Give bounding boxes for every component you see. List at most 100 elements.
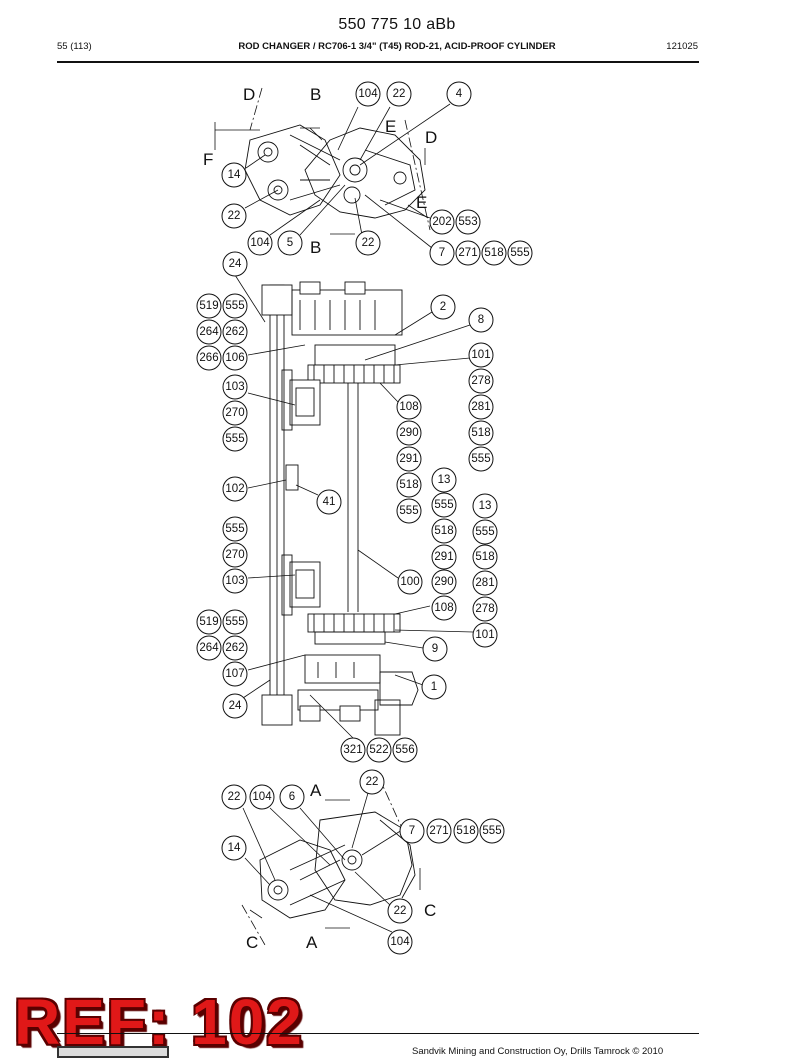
svg-text:518: 518 bbox=[456, 825, 475, 837]
svg-text:103: 103 bbox=[225, 381, 244, 393]
svg-text:555: 555 bbox=[482, 825, 501, 837]
callout: 13 bbox=[431, 467, 457, 493]
callout: 555 bbox=[479, 818, 505, 844]
callout: 101 bbox=[468, 342, 494, 368]
callout: 108 bbox=[396, 394, 422, 420]
callout: 22 bbox=[386, 81, 412, 107]
section-label: D bbox=[243, 85, 255, 104]
section-label: C bbox=[424, 901, 436, 920]
svg-text:9: 9 bbox=[432, 643, 438, 655]
callout: 291 bbox=[396, 446, 422, 472]
callout: 14 bbox=[221, 162, 247, 188]
footer-copyright: Sandvik Mining and Construction Oy, Dril… bbox=[412, 1046, 664, 1057]
svg-text:278: 278 bbox=[475, 603, 494, 615]
svg-text:519: 519 bbox=[199, 300, 218, 312]
svg-text:518: 518 bbox=[484, 247, 503, 259]
svg-text:104: 104 bbox=[390, 936, 410, 948]
callout: 262 bbox=[222, 319, 248, 345]
callout: 1 bbox=[421, 674, 447, 700]
callout: 270 bbox=[222, 400, 248, 426]
callout: 518 bbox=[453, 818, 479, 844]
section-label: A bbox=[306, 933, 318, 952]
svg-text:291: 291 bbox=[399, 453, 418, 465]
svg-text:264: 264 bbox=[199, 642, 219, 654]
callout: 278 bbox=[472, 596, 498, 622]
callout: 6 bbox=[279, 784, 305, 810]
svg-text:291: 291 bbox=[434, 551, 453, 563]
svg-text:104: 104 bbox=[252, 791, 272, 803]
callout: 271 bbox=[455, 240, 481, 266]
svg-text:41: 41 bbox=[323, 496, 336, 508]
callout: 522 bbox=[366, 737, 392, 763]
svg-text:202: 202 bbox=[432, 216, 451, 228]
svg-text:555: 555 bbox=[434, 499, 453, 511]
svg-text:270: 270 bbox=[225, 549, 244, 561]
svg-text:281: 281 bbox=[475, 577, 494, 589]
callout: 9 bbox=[422, 636, 448, 662]
callout: 4 bbox=[446, 81, 472, 107]
callout: 555 bbox=[431, 492, 457, 518]
svg-text:107: 107 bbox=[225, 668, 244, 680]
callout: 5 bbox=[277, 230, 303, 256]
svg-text:104: 104 bbox=[358, 88, 378, 100]
callout: 262 bbox=[222, 635, 248, 661]
svg-text:555: 555 bbox=[475, 526, 494, 538]
svg-text:5: 5 bbox=[287, 237, 293, 249]
section-label: B bbox=[310, 85, 321, 104]
callout: 103 bbox=[222, 568, 248, 594]
section-label: B bbox=[310, 238, 321, 257]
callout: 270 bbox=[222, 542, 248, 568]
callout: 103 bbox=[222, 374, 248, 400]
svg-text:108: 108 bbox=[399, 401, 418, 413]
callout: 518 bbox=[472, 544, 498, 570]
svg-text:555: 555 bbox=[510, 247, 529, 259]
svg-text:271: 271 bbox=[429, 825, 448, 837]
callout: 290 bbox=[431, 569, 457, 595]
svg-text:519: 519 bbox=[199, 616, 218, 628]
callout: 291 bbox=[431, 544, 457, 570]
section-label: C bbox=[246, 933, 258, 952]
svg-text:262: 262 bbox=[225, 642, 244, 654]
callout: 555 bbox=[222, 609, 248, 635]
svg-text:101: 101 bbox=[471, 349, 490, 361]
svg-text:22: 22 bbox=[228, 791, 241, 803]
callout: 555 bbox=[468, 446, 494, 472]
document-code: 121025 bbox=[666, 41, 698, 52]
callout: 22 bbox=[355, 230, 381, 256]
svg-text:24: 24 bbox=[229, 700, 242, 712]
svg-text:1: 1 bbox=[431, 681, 437, 693]
callout: 107 bbox=[222, 661, 248, 687]
svg-text:22: 22 bbox=[394, 905, 407, 917]
callout: 104 bbox=[247, 230, 273, 256]
svg-text:518: 518 bbox=[399, 479, 418, 491]
callout: 555 bbox=[472, 519, 498, 545]
svg-text:555: 555 bbox=[471, 453, 490, 465]
callout: 41 bbox=[316, 489, 342, 515]
callout: 106 bbox=[222, 345, 248, 371]
section-label: F bbox=[203, 150, 213, 169]
svg-text:22: 22 bbox=[228, 210, 241, 222]
callout: 278 bbox=[468, 368, 494, 394]
svg-text:6: 6 bbox=[289, 791, 295, 803]
svg-text:262: 262 bbox=[225, 326, 244, 338]
svg-text:518: 518 bbox=[434, 525, 453, 537]
section-label: E bbox=[416, 193, 427, 212]
callout: 281 bbox=[472, 570, 498, 596]
section-label: E bbox=[385, 117, 396, 136]
callout: 555 bbox=[396, 498, 422, 524]
svg-text:103: 103 bbox=[225, 575, 244, 587]
callout: 22 bbox=[359, 769, 385, 795]
company-logo bbox=[57, 1046, 169, 1058]
svg-text:4: 4 bbox=[456, 88, 463, 100]
svg-text:553: 553 bbox=[458, 216, 477, 228]
svg-text:555: 555 bbox=[399, 505, 418, 517]
svg-text:264: 264 bbox=[199, 326, 219, 338]
callout: 22 bbox=[221, 784, 247, 810]
svg-text:7: 7 bbox=[409, 825, 415, 837]
svg-text:2: 2 bbox=[440, 301, 446, 313]
callout: 321 bbox=[340, 737, 366, 763]
callout: 519 bbox=[196, 609, 222, 635]
callout: 8 bbox=[468, 307, 494, 333]
svg-text:104: 104 bbox=[250, 237, 270, 249]
svg-text:22: 22 bbox=[366, 776, 379, 788]
